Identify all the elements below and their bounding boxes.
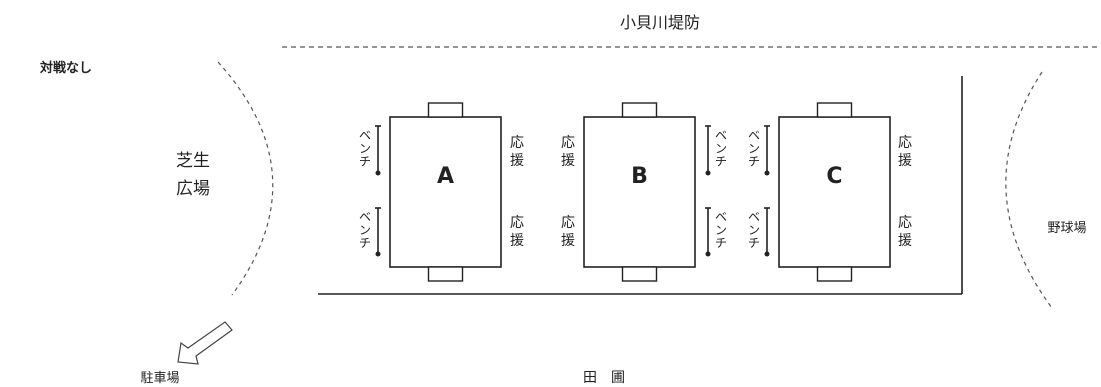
baseball-label: 野球場 [1047, 221, 1086, 236]
support-char: 応 [510, 135, 524, 151]
rice-field-label: 田 圃 [583, 370, 625, 386]
bench-char: ン [359, 142, 371, 156]
lawn-boundary [217, 61, 274, 296]
bench-char: チ [748, 236, 760, 250]
support-char: 応 [561, 215, 575, 231]
support-char: 援 [510, 233, 524, 249]
field-c [778, 116, 891, 268]
support-char: 援 [898, 233, 912, 249]
field-label: C [826, 164, 842, 189]
support-char: 応 [561, 135, 575, 151]
parking-label: 駐車場 [140, 371, 179, 386]
bench-char: チ [748, 155, 760, 169]
field-label: A [437, 164, 454, 189]
lawn-label-line2: 広場 [176, 179, 210, 199]
bench-bracket-end [764, 251, 770, 257]
bench-char: ベ [715, 210, 727, 224]
bench-char: チ [715, 236, 727, 250]
goal-top [621, 102, 658, 118]
support-char: 応 [898, 135, 912, 151]
bench-char: チ [359, 236, 371, 250]
field-label: B [631, 164, 648, 189]
field-b [583, 116, 696, 268]
bench-char: ン [748, 223, 760, 237]
bench-char: ベ [748, 210, 760, 224]
bench-bracket-end [375, 170, 381, 176]
parking-arrow-icon [177, 321, 233, 365]
bench-char: ベ [748, 129, 760, 143]
support-char: 援 [561, 153, 575, 169]
goal-top [427, 102, 464, 118]
goal-bottom [816, 266, 853, 282]
goal-bottom [427, 266, 464, 282]
bench-char: ベ [359, 210, 371, 224]
bench-bracket-end [705, 170, 711, 176]
lawn-label-line1: 芝生 [176, 151, 210, 171]
bench-bracket-end [375, 251, 381, 257]
levee-label: 小貝川堤防 [620, 13, 700, 32]
bench-char: ベ [359, 129, 371, 143]
bench-bracket-end [705, 251, 711, 257]
support-char: 応 [510, 215, 524, 231]
baseball-boundary [1005, 71, 1053, 309]
status-label: 対戦なし [39, 60, 92, 76]
bench-char: チ [359, 155, 371, 169]
support-char: 援 [561, 233, 575, 249]
support-char: 応 [898, 215, 912, 231]
bench-char: ン [748, 142, 760, 156]
bench-char: チ [715, 155, 727, 169]
support-char: 援 [898, 153, 912, 169]
field-a [389, 116, 502, 268]
bench-char: ベ [715, 129, 727, 143]
goal-top [816, 102, 853, 118]
bench-bracket-end [764, 170, 770, 176]
bench-char: ン [715, 142, 727, 156]
goal-bottom [621, 266, 658, 282]
bench-char: ン [715, 223, 727, 237]
support-char: 援 [510, 153, 524, 169]
bench-char: ン [359, 223, 371, 237]
